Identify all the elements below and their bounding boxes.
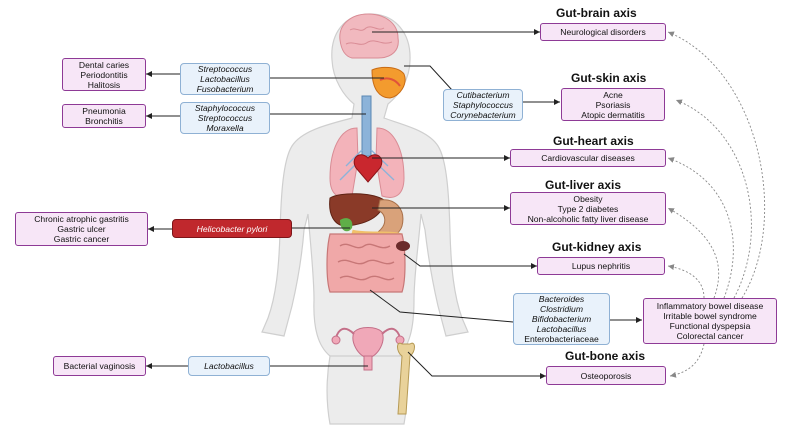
axis-title-gut-heart: Gut-heart axis <box>553 134 634 148</box>
intestines <box>326 233 410 293</box>
box-oral-diseases: Dental caries Periodontitis Halitosis <box>62 58 146 91</box>
microbes-gut: Bacteroides Clostridium Bifidobacterium … <box>513 293 610 345</box>
box-osteoporosis: Osteoporosis <box>546 366 666 385</box>
box-bacterial-vaginosis: Bacterial vaginosis <box>53 356 146 376</box>
feedback-arrows <box>667 31 766 378</box>
heart-organ <box>353 154 383 183</box>
uterus <box>331 327 405 371</box>
microbes-vaginal: Lactobacillus <box>188 356 270 376</box>
axis-title-gut-kidney: Gut-kidney axis <box>552 240 642 254</box>
microbe-helicobacter-pylori: Helicobacter pylori <box>172 219 292 238</box>
box-metabolic-diseases: Obesity Type 2 diabetes Non-alcoholic fa… <box>510 192 666 225</box>
box-cardiovascular-diseases: Cardiovascular diseases <box>510 149 666 167</box>
human-silhouette <box>261 13 469 425</box>
right-arrows <box>369 29 642 379</box>
brain-organ <box>339 13 399 59</box>
left-arrows <box>146 71 384 369</box>
oral-cavity <box>371 66 406 99</box>
box-lupus-nephritis: Lupus nephritis <box>537 257 665 275</box>
microbes-oral: Streptococcus Lactobacillus Fusobacteriu… <box>180 63 270 95</box>
axis-title-gut-skin: Gut-skin axis <box>571 71 647 85</box>
trachea <box>361 95 372 157</box>
microbes-lung: Staphylococcus Streptococcus Moraxella <box>180 102 270 134</box>
box-gastric-diseases: Chronic atrophic gastritis Gastric ulcer… <box>15 212 148 246</box>
microbes-skin: Cutibacterium Staphylococcus Corynebacte… <box>443 89 523 121</box>
box-gut-diseases: Inflammatory bowel disease Irritable bow… <box>643 298 777 344</box>
lungs <box>329 127 405 198</box>
box-skin-diseases: Acne Psoriasis Atopic dermatitis <box>561 88 665 121</box>
femur-bone <box>397 342 415 415</box>
axis-title-gut-brain: Gut-brain axis <box>556 6 637 20</box>
axis-title-gut-liver: Gut-liver axis <box>545 178 622 192</box>
box-neurological-disorders: Neurological disorders <box>540 23 666 41</box>
box-respiratory-diseases: Pneumonia Bronchitis <box>62 104 146 128</box>
axis-title-gut-bone: Gut-bone axis <box>565 349 646 363</box>
